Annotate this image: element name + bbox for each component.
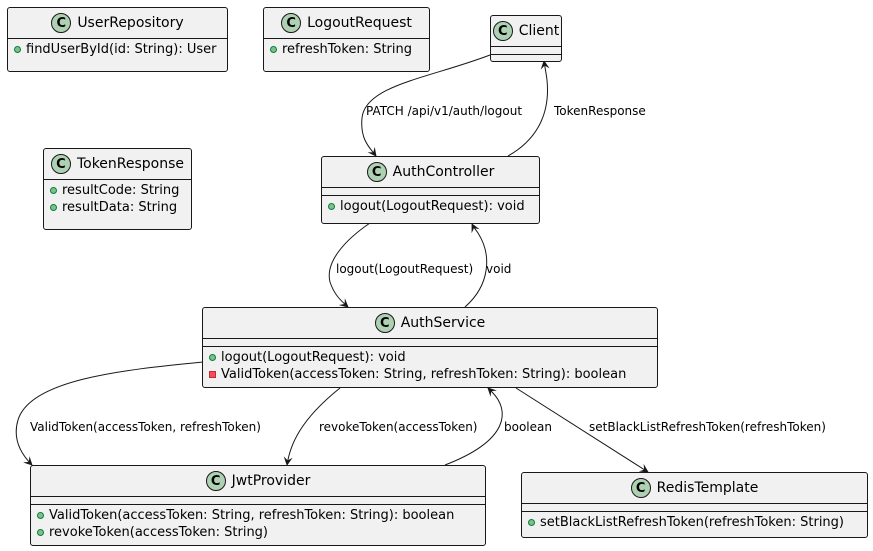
public-visibility-icon <box>37 512 44 519</box>
public-visibility-icon <box>50 187 57 194</box>
class-logout-request[interactable]: C LogoutRequest refreshToken: String <box>263 7 430 72</box>
class-user-repository[interactable]: C UserRepository findUserById(id: String)… <box>7 7 228 72</box>
class-member: setBlackListRefreshToken(refreshToken: S… <box>540 515 844 530</box>
class-badge: C <box>630 478 651 498</box>
edge-label-client-to-controller: PATCH /api/v1/auth/logout <box>366 104 522 118</box>
edge-label-service-to-jwt-revoke: revokeToken(accessToken) <box>319 420 477 434</box>
edge-label-jwt-to-service: boolean <box>504 420 552 434</box>
edge-label-service-to-jwt-valid: ValidToken(accessToken, refreshToken) <box>30 420 261 434</box>
class-name: TokenResponse <box>76 156 185 172</box>
class-client[interactable]: C Client <box>490 15 562 62</box>
edge-label-service-to-redis: setBlackListRefreshToken(refreshToken) <box>589 420 826 434</box>
class-redis-template[interactable]: C RedisTemplate setBlackListRefreshToken(… <box>521 472 868 538</box>
class-name: UserRepository <box>77 15 184 31</box>
edge-label-service-to-controller: void <box>486 262 511 276</box>
class-member: ValidToken(accessToken: String, refreshT… <box>221 367 627 382</box>
class-member: refreshToken: String <box>282 42 412 57</box>
public-visibility-icon <box>209 354 216 361</box>
class-member: logout(LogoutRequest): void <box>221 350 406 365</box>
class-badge: C <box>492 21 513 41</box>
class-badge: C <box>374 313 395 333</box>
class-name: JwtProvider <box>231 473 311 489</box>
class-member: revokeToken(accessToken: String) <box>49 525 269 540</box>
class-name: AuthService <box>400 315 486 331</box>
class-name: RedisTemplate <box>656 480 759 496</box>
class-badge: C <box>366 162 387 182</box>
edge-client-to-controller <box>361 54 491 157</box>
class-member: resultData: String <box>62 200 178 215</box>
class-jwt-provider[interactable]: C JwtProvider ValidToken(accessToken: Str… <box>30 465 486 546</box>
edge-service-to-jwt-valid <box>15 361 204 466</box>
public-visibility-icon <box>528 519 535 526</box>
edge-service-to-redis <box>515 387 649 473</box>
class-member: logout(LogoutRequest): void <box>340 199 525 214</box>
class-name: AuthController <box>392 164 495 180</box>
class-badge: C <box>205 471 226 491</box>
class-member: resultCode: String <box>62 183 180 198</box>
edge-service-to-jwt-revoke <box>283 387 341 466</box>
class-badge: C <box>51 13 72 33</box>
public-visibility-icon <box>14 46 21 53</box>
public-visibility-icon <box>37 529 44 536</box>
class-member: ValidToken(accessToken: String, refreshT… <box>49 508 455 523</box>
public-visibility-icon <box>270 46 277 53</box>
edge-service-to-controller <box>464 223 488 308</box>
edge-label-controller-to-service: logout(LogoutRequest) <box>336 262 473 276</box>
edge-controller-to-client <box>507 60 550 157</box>
class-member: findUserById(id: String): User <box>26 42 217 57</box>
public-visibility-icon <box>328 203 335 210</box>
class-auth-controller[interactable]: C AuthController logout(LogoutRequest): v… <box>321 156 540 224</box>
class-name: LogoutRequest <box>307 15 412 31</box>
private-visibility-icon <box>209 371 216 378</box>
class-badge: C <box>50 154 71 174</box>
class-auth-service[interactable]: C AuthService logout(LogoutRequest): void… <box>202 307 658 388</box>
class-token-response[interactable]: C TokenResponse resultCode: String result… <box>43 148 192 230</box>
class-name: Client <box>518 23 560 39</box>
class-badge: C <box>281 13 302 33</box>
edge-controller-to-service <box>328 222 371 308</box>
edge-jwt-to-service <box>444 387 503 466</box>
edge-label-controller-to-client: TokenResponse <box>553 104 646 118</box>
public-visibility-icon <box>50 204 57 211</box>
